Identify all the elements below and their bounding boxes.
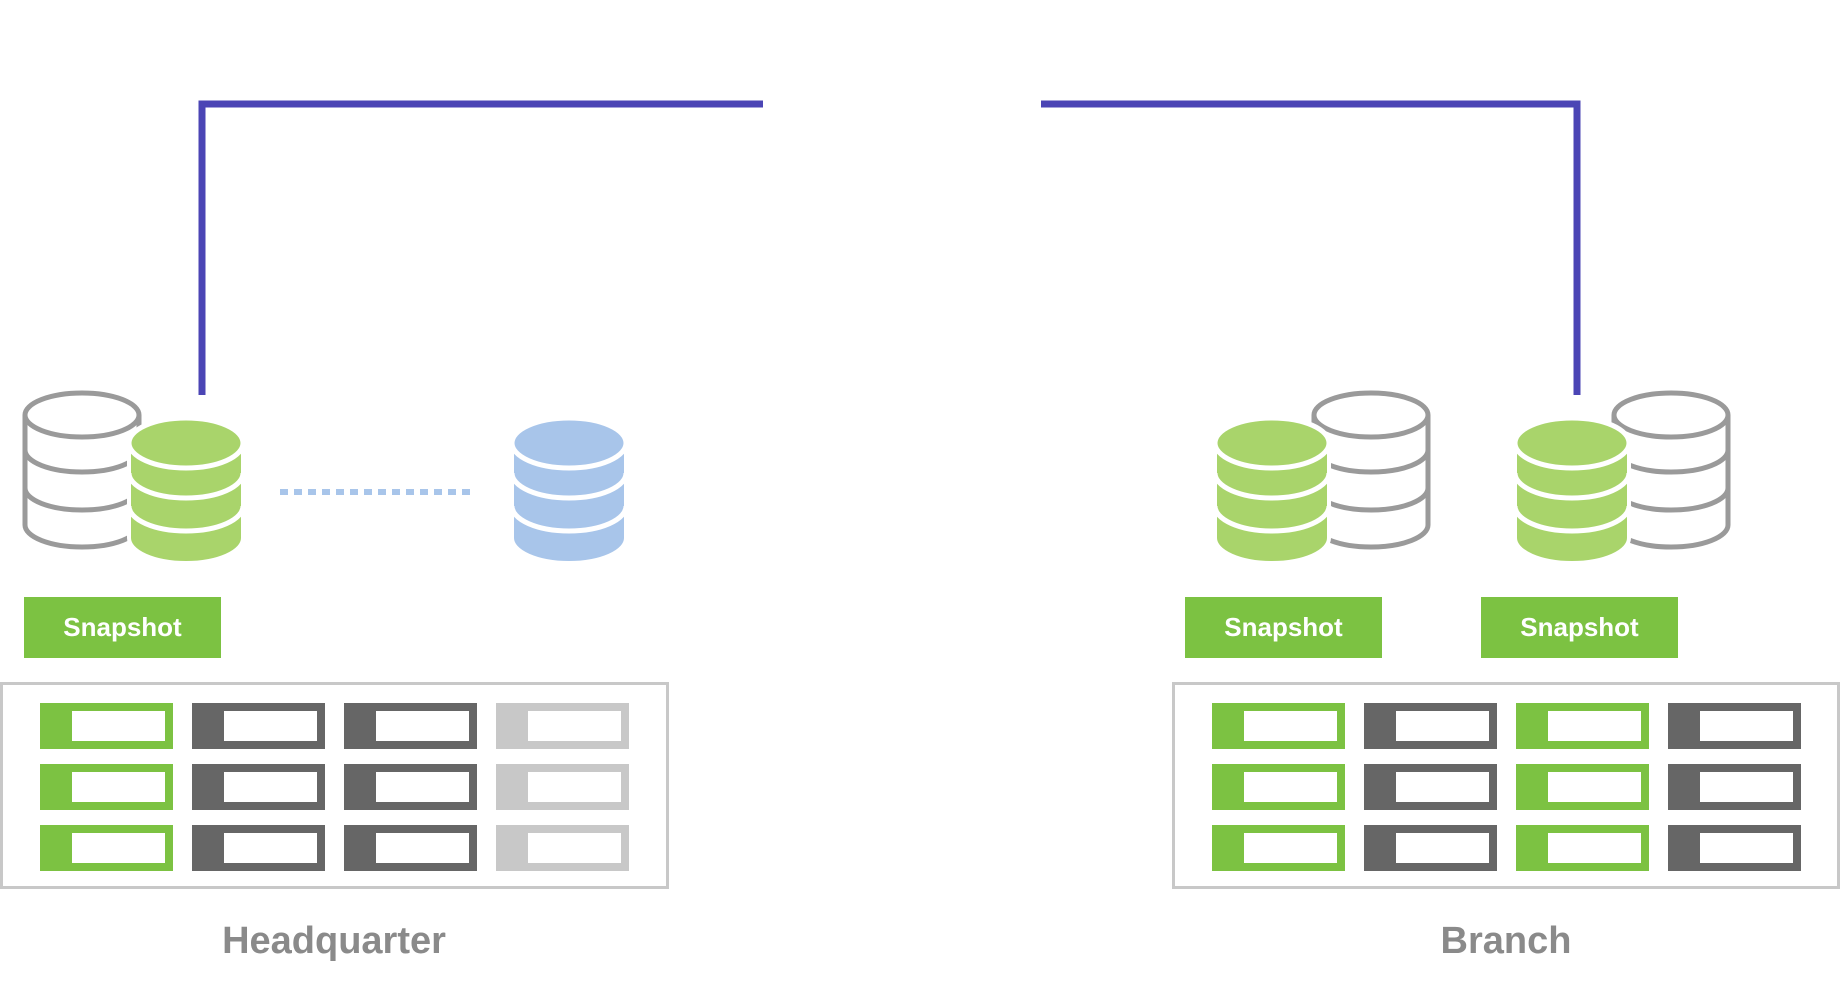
drive-slot-face	[376, 711, 469, 741]
branch-snapshot-badge-2: Snapshot	[1481, 597, 1678, 658]
drive-slot-dark	[192, 764, 325, 810]
drive-slot-face	[376, 833, 469, 863]
drive-slot-green	[1212, 825, 1345, 871]
drive-slot-face	[1244, 772, 1337, 802]
hq-link-line	[198, 100, 763, 395]
drive-slot-face	[1700, 711, 1793, 741]
branch-link-line	[1041, 100, 1581, 395]
drive-slot-face	[528, 833, 621, 863]
branch-storage-rack	[1172, 682, 1840, 889]
drive-slot-face	[224, 711, 317, 741]
database-icon	[1512, 415, 1632, 565]
drive-slot-face	[376, 772, 469, 802]
drive-slot-dark	[344, 825, 477, 871]
drive-slot-green	[1516, 764, 1649, 810]
drive-slot-face	[528, 711, 621, 741]
drive-slot-face	[1396, 711, 1489, 741]
drive-slot-face	[224, 833, 317, 863]
drive-slot-green	[1212, 703, 1345, 749]
database-icon	[1311, 390, 1431, 550]
drive-slot-face	[1548, 772, 1641, 802]
drive-slot-green	[40, 825, 173, 871]
branch-snapshot-badge-1: Snapshot	[1185, 597, 1382, 658]
database-icon	[22, 390, 142, 550]
drive-slot-green	[1516, 825, 1649, 871]
database-icon	[509, 415, 629, 565]
drive-slot-face	[72, 711, 165, 741]
drive-slot-dark	[1364, 764, 1497, 810]
drive-slot-light	[496, 764, 629, 810]
drive-slot-face	[1548, 833, 1641, 863]
drive-slot-green	[1212, 764, 1345, 810]
drive-slot-green	[1516, 703, 1649, 749]
drive-slot-light	[496, 703, 629, 749]
hq-storage-rack	[0, 682, 669, 889]
drive-slot-dark	[1668, 825, 1801, 871]
drive-slot-face	[1244, 833, 1337, 863]
database-icon	[1611, 390, 1731, 550]
drive-slot-face	[1700, 772, 1793, 802]
drive-slot-dark	[344, 703, 477, 749]
branch-site-label: Branch	[1440, 920, 1572, 962]
drive-slot-face	[1244, 711, 1337, 741]
drive-slot-face	[72, 833, 165, 863]
database-icon	[1212, 415, 1332, 565]
drive-slot-dark	[192, 825, 325, 871]
drive-slot-face	[224, 772, 317, 802]
drive-slot-face	[1700, 833, 1793, 863]
drive-slot-dark	[1668, 703, 1801, 749]
drive-slot-face	[1548, 711, 1641, 741]
hq-site-label: Headquarter	[222, 920, 446, 962]
drive-slot-green	[40, 703, 173, 749]
drive-slot-face	[1396, 833, 1489, 863]
drive-slot-dark	[1364, 825, 1497, 871]
drive-slot-dark	[344, 764, 477, 810]
hq-snapshot-badge: Snapshot	[24, 597, 221, 658]
drive-slot-face	[528, 772, 621, 802]
drive-slot-light	[496, 825, 629, 871]
drive-slot-face	[1396, 772, 1489, 802]
drive-slot-dark	[1668, 764, 1801, 810]
drive-slot-dark	[1364, 703, 1497, 749]
drive-slot-dark	[192, 703, 325, 749]
drive-slot-face	[72, 772, 165, 802]
drive-slot-green	[40, 764, 173, 810]
database-icon	[126, 415, 246, 565]
